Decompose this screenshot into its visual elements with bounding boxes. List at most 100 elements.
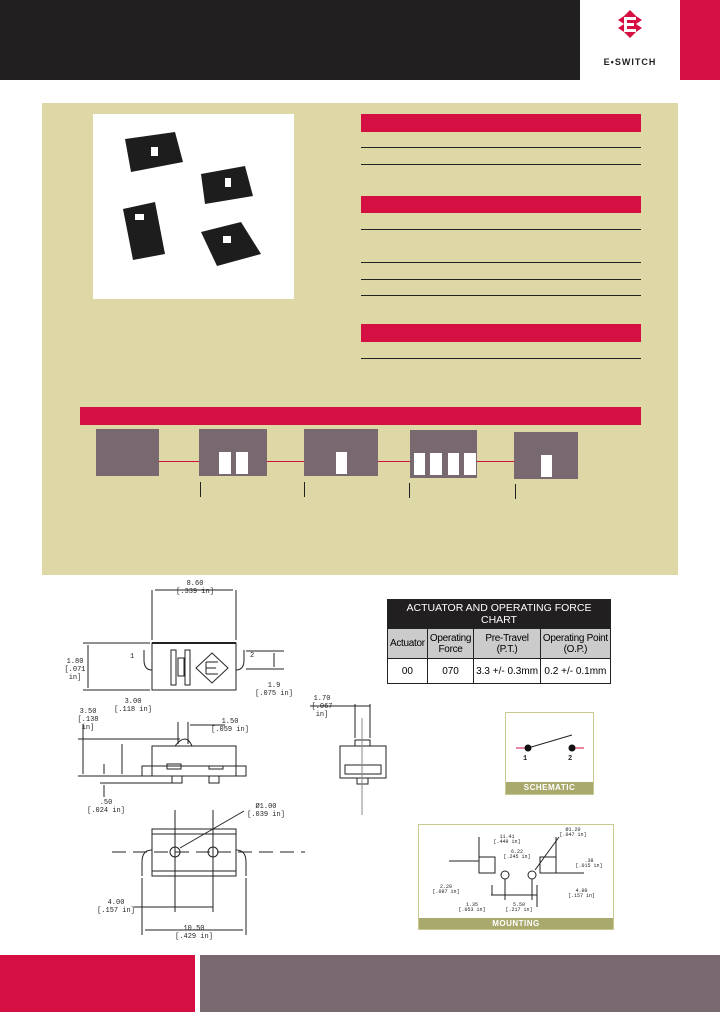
divider — [361, 295, 641, 296]
mounting-caption: MOUNTING — [419, 918, 613, 929]
dim-value: 6.22 — [510, 849, 523, 855]
divider — [361, 358, 641, 359]
col-header-text: Force — [438, 643, 463, 655]
mount-dim: 11.41[.449 in] — [487, 835, 527, 845]
mounting-box: 11.41[.449 in] 6.22[.245 in] Ø1.20[.047 … — [418, 824, 614, 930]
col-header-text: (P.T.) — [496, 643, 518, 655]
dim-value-in: [.067 in] — [311, 703, 333, 719]
dim-side-actuator: 1.70[.067 in] — [304, 695, 340, 719]
force-chart-title: ACTUATOR AND OPERATING FORCE CHART — [387, 599, 611, 629]
dim-value: 2.20 — [439, 884, 452, 890]
dim-value-in: [.059 in] — [211, 726, 249, 734]
dim-standoff: .50[.024 in] — [84, 799, 128, 815]
schematic-caption: SCHEMATIC — [506, 782, 593, 794]
dim-value-in: [.075 in] — [255, 690, 293, 698]
dim-value-in: [.047 in] — [559, 832, 587, 838]
part-code-box — [304, 429, 378, 476]
dim-value-in: [.157 in] — [567, 893, 595, 899]
dim-value: Ø1.00 — [255, 803, 277, 811]
mount-dim: 6.22[.245 in] — [497, 850, 537, 860]
dim-value: 3.50 — [79, 708, 97, 716]
dim-width: 8.60[.339 in] — [170, 580, 220, 596]
brand-name: E•SWITCH — [603, 57, 657, 67]
dim-value-in: [.053 in] — [458, 907, 486, 913]
dim-value-in: [.015 in] — [575, 863, 603, 869]
col-header-text: (O.P.) — [563, 643, 588, 655]
force-chart-table: ACTUATOR AND OPERATING FORCE CHART Actua… — [387, 599, 612, 684]
dimension-drawings — [78, 589, 387, 935]
part-code-box — [96, 429, 159, 476]
dim-actuator-height: 3.00[.118 in] — [110, 698, 156, 714]
section-header-bar — [361, 324, 641, 342]
header-band — [0, 0, 580, 80]
mount-dim: .38[.015 in] — [569, 859, 609, 869]
dim-value-in: [.449 in] — [493, 839, 521, 845]
dim-hole-pitch: 4.00[.157 in] — [94, 899, 138, 915]
dim-value: 1.50 — [221, 718, 239, 726]
dim-actuator-width: 1.50[.059 in] — [210, 718, 250, 734]
mount-dim: 2.20[.087 in] — [431, 885, 461, 895]
header-accent — [680, 0, 720, 80]
dim-value: 4.00 — [107, 899, 125, 907]
col-header-text: Actuator — [389, 638, 425, 649]
dim-value: 8.60 — [186, 580, 204, 588]
ordering-header-bar — [80, 407, 641, 425]
col-header: Operating Point(O.P.) — [539, 628, 612, 659]
tick — [200, 482, 201, 497]
dim-value-in: [.071 in] — [64, 666, 86, 682]
dim-value-in: [.087 in] — [432, 889, 460, 895]
table-row: 00 070 3.3 +/- 0.3mm 0.2 +/- 0.1mm — [387, 658, 612, 684]
dim-value-in: [.245 in] — [503, 854, 531, 860]
mount-dim: 4.00[.157 in] — [559, 889, 604, 899]
dim-value: 4.00 — [575, 888, 588, 894]
cell: 0.2 +/- 0.1mm — [539, 658, 612, 684]
dim-value: 1.35 — [465, 902, 478, 908]
dim-value-in: [.024 in] — [87, 807, 125, 815]
pin-label: 1 — [130, 653, 135, 661]
dim-value: 10.50 — [183, 925, 205, 933]
section-header-bar — [361, 114, 641, 132]
pin-label: 2 — [568, 755, 573, 763]
product-photo — [93, 114, 294, 299]
mounting-footprint — [449, 836, 584, 907]
cell: 3.3 +/- 0.3mm — [473, 658, 541, 684]
dim-value-in: [.157 in] — [97, 907, 135, 915]
part-code-box — [410, 430, 477, 478]
dim-value: 1.70 — [313, 695, 331, 703]
dim-overall-length: 10.50[.429 in] — [166, 925, 222, 941]
part-code-box — [514, 432, 578, 479]
dim-terminal-offset: 1.9[.075 in] — [254, 682, 294, 698]
mount-dim: Ø1.20[.047 in] — [553, 828, 593, 838]
divider — [361, 147, 641, 148]
dim-value: .50 — [99, 799, 113, 807]
dim-hole-dia: Ø1.00[.039 in] — [244, 803, 288, 819]
tick — [409, 483, 410, 498]
dim-value: 1.80 — [66, 658, 84, 666]
e-switch-logo — [580, 0, 680, 80]
section-header-bar — [361, 196, 641, 213]
divider — [361, 164, 641, 165]
cell: 070 — [426, 658, 475, 684]
dim-value: .38 — [584, 858, 594, 864]
divider — [361, 229, 641, 230]
col-header: Pre-Travel(P.T.) — [473, 628, 541, 659]
dim-value-in: [.039 in] — [247, 811, 285, 819]
mount-dim: 5.50[.217 in] — [499, 903, 539, 913]
dim-overall-height: 3.50[.138 in] — [70, 708, 106, 732]
schematic-box: 1 2 SCHEMATIC — [505, 712, 594, 795]
col-header-text: Pre-Travel — [485, 632, 529, 644]
divider — [361, 279, 641, 280]
dim-value: 5.50 — [512, 902, 525, 908]
pin-label: 1 — [523, 755, 528, 763]
switch-schematic-icon — [516, 734, 584, 752]
mount-dim: 1.35[.053 in] — [457, 903, 487, 913]
dim-value: 3.00 — [124, 698, 142, 706]
dim-value: 11.41 — [499, 834, 515, 840]
col-header-text: Operating Point — [542, 632, 608, 644]
pin-label: 2 — [250, 652, 255, 660]
dim-value: Ø1.20 — [565, 827, 581, 833]
cell: 00 — [387, 658, 428, 684]
dim-value-in: [.217 in] — [505, 907, 533, 913]
dim-value-in: [.138 in] — [77, 716, 99, 732]
tick — [304, 482, 305, 497]
